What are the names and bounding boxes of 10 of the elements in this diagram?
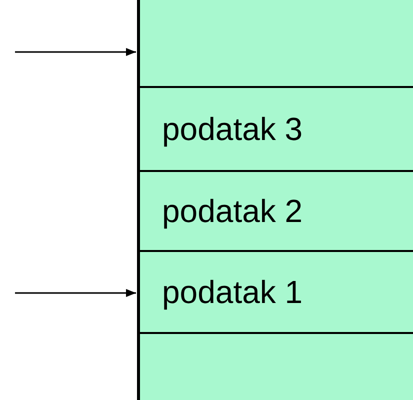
empty-cell bbox=[137, 0, 413, 86]
empty-cell bbox=[137, 332, 413, 400]
stack-cell bbox=[137, 250, 413, 332]
arrow bbox=[15, 289, 136, 297]
cell-text: podatak 2 bbox=[161, 192, 303, 230]
stack-cell bbox=[137, 86, 413, 170]
cell-text: podatak 1 bbox=[161, 274, 303, 310]
stack-cell bbox=[137, 170, 413, 250]
arrow bbox=[15, 48, 136, 56]
cell-text: podatak 3 bbox=[161, 110, 303, 148]
